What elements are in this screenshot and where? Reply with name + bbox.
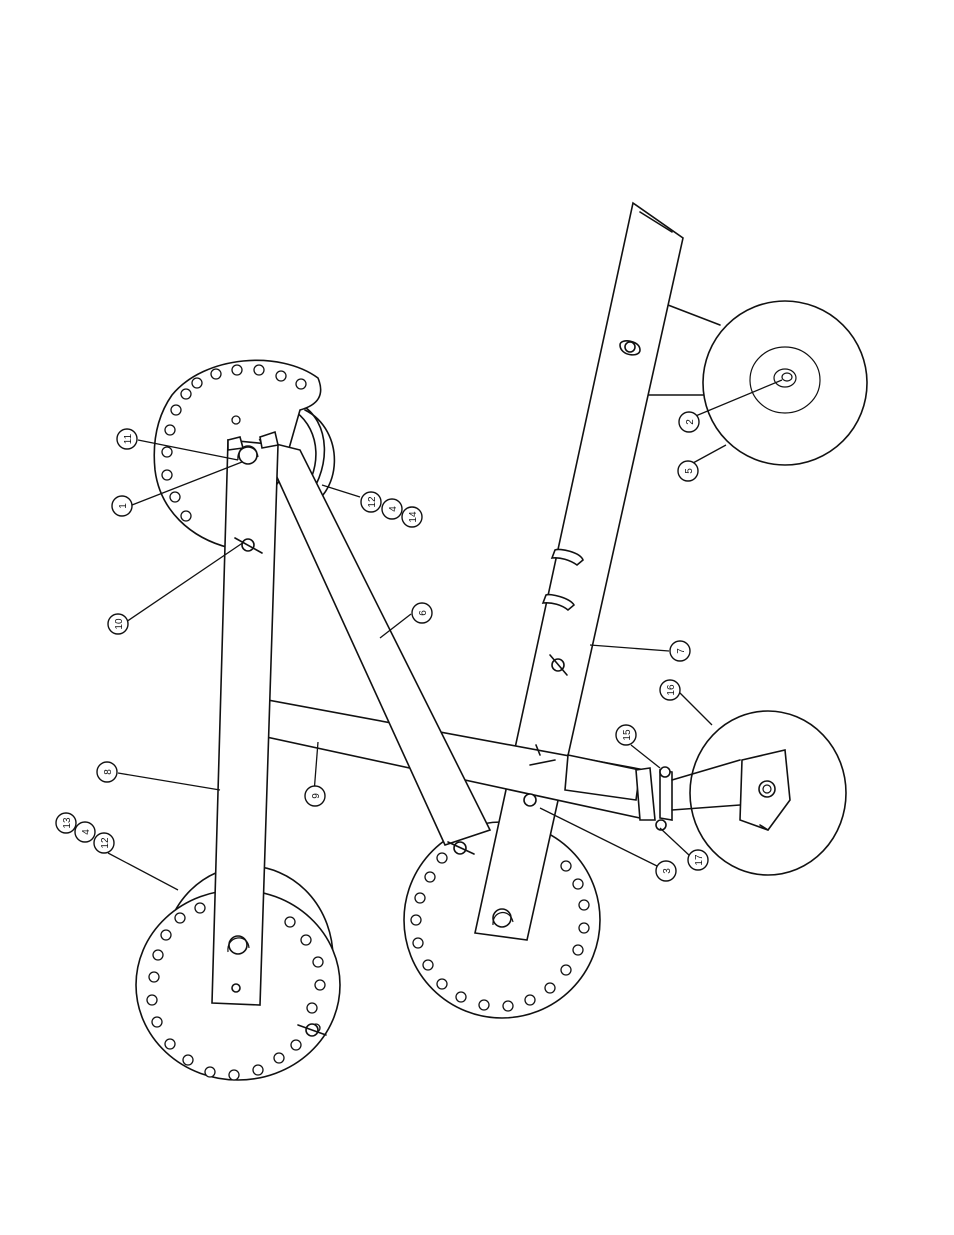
callout-label: 10 — [114, 618, 125, 630]
callout-7: 7 — [670, 641, 690, 661]
callout-label: 8 — [103, 769, 114, 775]
callout-11: 11 — [117, 429, 137, 449]
callout-10: 10 — [108, 614, 128, 634]
callout-label: 15 — [622, 729, 633, 741]
callout-label: 1 — [118, 503, 129, 509]
callout-12-upper: 12 — [361, 492, 381, 512]
callout-label: 3 — [662, 868, 673, 874]
callout-label: 2 — [685, 419, 696, 425]
callout-label: 7 — [676, 648, 687, 654]
callout-label: 12 — [367, 496, 378, 508]
callout-13: 13 — [56, 813, 76, 833]
callout-1: 1 — [112, 496, 132, 516]
callout-16: 16 — [660, 680, 680, 700]
right-lower-wheel — [690, 711, 846, 875]
callout-17: 17 — [688, 850, 708, 870]
callout-label: 17 — [694, 854, 705, 866]
callout-5: 5 — [678, 461, 698, 481]
callout-label: 14 — [408, 511, 419, 523]
tube-7 — [475, 203, 683, 940]
callout-2: 2 — [679, 412, 699, 432]
callout-4-upper: 4 — [382, 499, 402, 519]
callout-label: 11 — [123, 433, 134, 444]
callout-label: 6 — [418, 610, 429, 616]
callout-15: 15 — [616, 725, 636, 745]
callout-12-lower: 12 — [94, 833, 114, 853]
callout-label: 12 — [100, 837, 111, 849]
callout-8: 8 — [97, 762, 117, 782]
callout-label: 5 — [684, 468, 695, 474]
right-upper-wheel — [645, 300, 867, 465]
callout-14: 14 — [402, 507, 422, 527]
tube-9 — [225, 693, 740, 830]
callout-6: 6 — [412, 603, 432, 623]
callout-label: 13 — [62, 817, 73, 829]
callout-label: 9 — [311, 793, 322, 799]
callout-9: 9 — [305, 786, 325, 806]
callout-3: 3 — [656, 861, 676, 881]
callout-label: 4 — [81, 829, 92, 835]
callout-4-lower: 4 — [75, 822, 95, 842]
callout-label: 4 — [388, 506, 399, 512]
callout-label: 16 — [666, 684, 677, 696]
